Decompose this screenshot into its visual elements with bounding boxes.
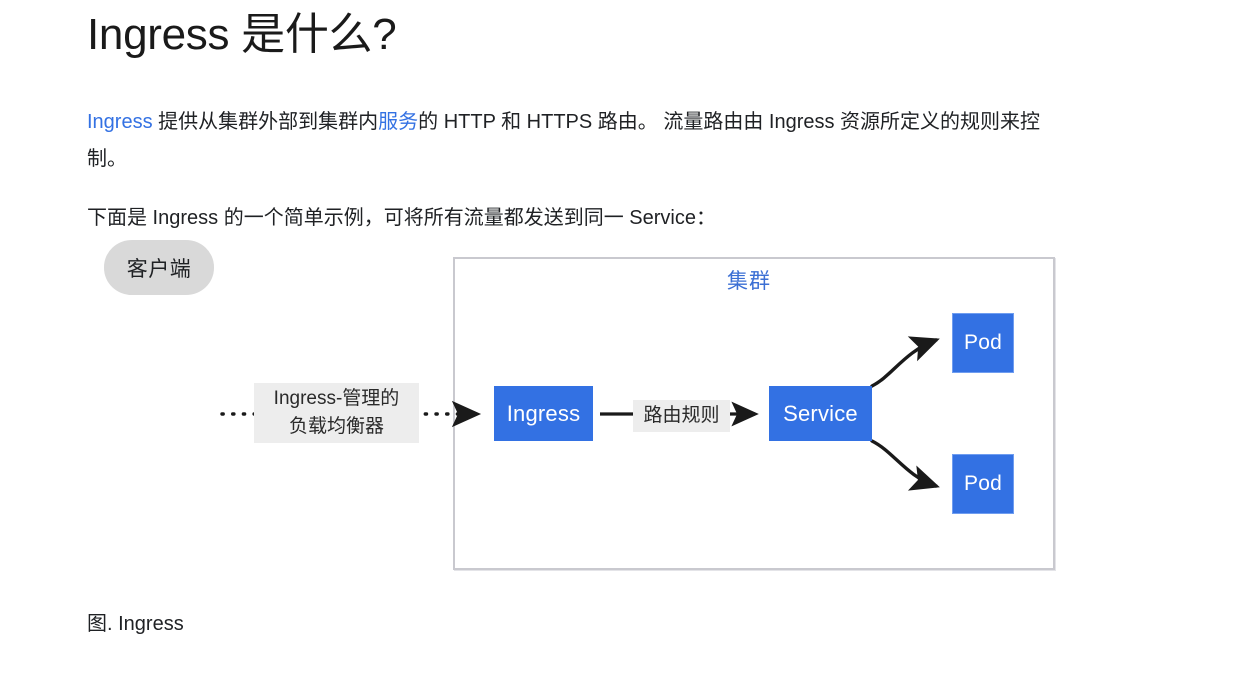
cluster-label: 集群 [727,270,771,293]
paragraph-intro: Ingress 提供从集群外部到集群内服务的 HTTP 和 HTTPS 路由。 … [87,104,1059,178]
link-ingress[interactable]: Ingress [87,110,153,133]
pod-node-bottom: Pod [952,454,1014,514]
client-node: 客户端 [104,240,214,295]
page-title: Ingress 是什么? [87,10,397,59]
paragraph-intro-text-b: 的 HTTP 和 HTTPS 路由。 流量路由由 Ingress 资源所定义的规… [87,110,1041,170]
ingress-diagram: 集群 客户端 Ingress-管理的 负载均衡器 Ingress 路由规则 [0,240,1252,590]
ingress-node: Ingress [494,386,593,441]
routing-rules-edge-label: 路由规则 [633,400,730,432]
link-service[interactable]: 服务 [378,110,419,133]
article-content: Ingress 是什么? Ingress 提供从集群外部到集群内服务的 HTTP… [87,0,1087,237]
pod-node-top: Pod [952,313,1014,373]
service-node: Service [769,386,872,441]
paragraph-intro-text-a: 提供从集群外部到集群内 [152,110,379,133]
figure-caption: 图. Ingress [87,613,184,635]
loadbalancer-edge-label: Ingress-管理的 负载均衡器 [254,383,419,443]
paragraph-example: 下面是 Ingress 的一个简单示例，可将所有流量都发送到同一 Service… [87,206,716,229]
